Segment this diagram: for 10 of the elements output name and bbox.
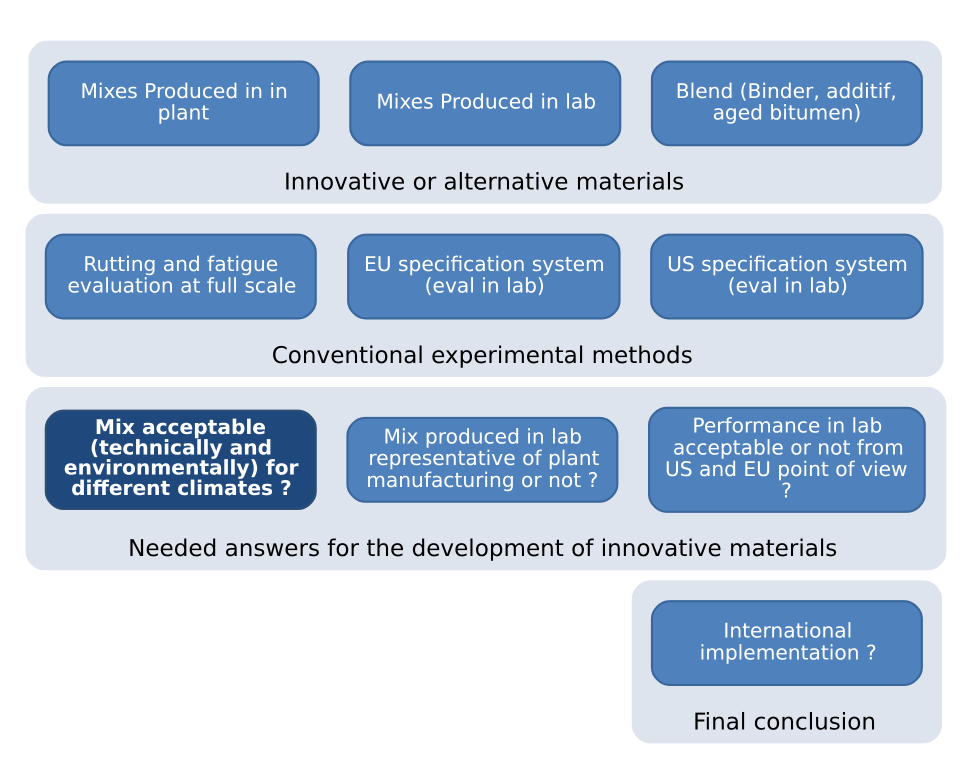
node-box: Blend (Binder, additif, aged bitumen): [650, 60, 922, 146]
node-box: Mixes Produced in in plant: [47, 60, 320, 146]
node-box: Mix produced in lab representative of plant manufacturing or not ?: [346, 416, 618, 502]
node-box: EU specification system (eval in lab): [346, 233, 620, 319]
node-box: Rutting and fatigue evaluation at full scale: [44, 233, 316, 319]
node-box: US specification system (eval in lab): [650, 233, 924, 319]
node-box: International implementation ?: [650, 600, 922, 686]
node-box: Mixes Produced in lab: [348, 60, 621, 146]
node-box: Mix acceptable (technically and environmentally) for different climates ?: [44, 409, 316, 510]
node-box: Performance in lab acceptable or not from US and EU point of view ?: [648, 406, 926, 512]
